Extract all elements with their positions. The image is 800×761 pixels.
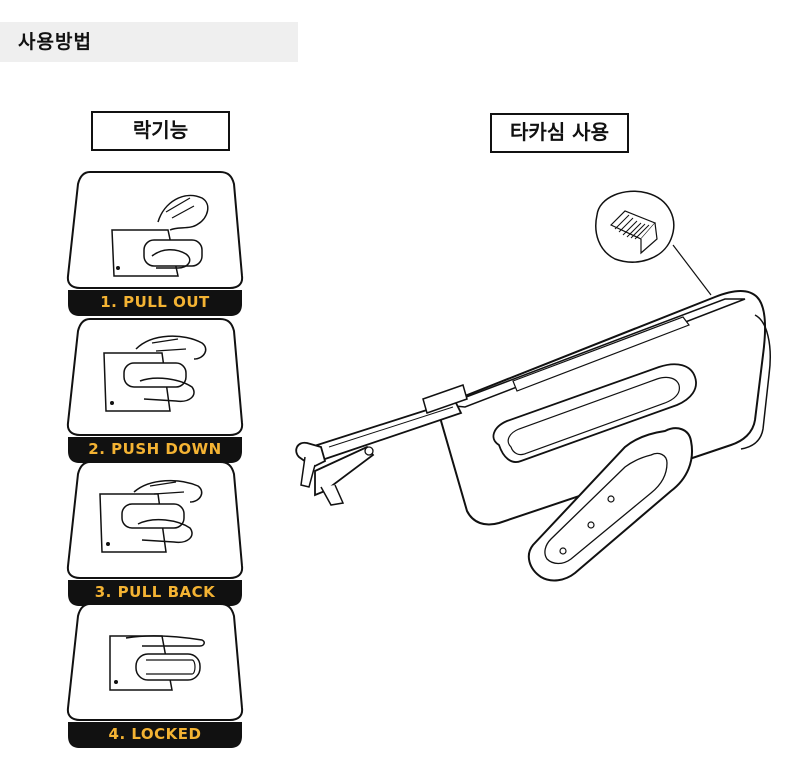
step-label-locked: 4. LOCKED bbox=[108, 725, 202, 743]
locked-illustration bbox=[66, 603, 244, 748]
section-title: 사용방법 bbox=[18, 31, 92, 53]
step-card-push-down: 2. PUSH DOWN bbox=[66, 315, 244, 465]
stapler-illustration bbox=[295, 190, 771, 582]
step-label-push-down: 2. PUSH DOWN bbox=[88, 440, 222, 458]
staple-use-title: 타카심 사용 bbox=[490, 113, 629, 153]
staple-strip-icon bbox=[595, 190, 712, 296]
step-card-locked: 4. LOCKED bbox=[66, 600, 244, 750]
step-card-pull-back: 3. PULL BACK bbox=[66, 458, 244, 608]
section-header-bar bbox=[0, 22, 298, 62]
push-down-illustration bbox=[66, 318, 244, 463]
step-label-pull-back: 3. PULL BACK bbox=[94, 583, 216, 601]
pull-out-illustration bbox=[66, 171, 244, 316]
step-label-pull-out: 1. PULL OUT bbox=[100, 293, 210, 311]
lock-function-title: 락기능 bbox=[91, 111, 230, 151]
step-card-pull-out: 1. PULL OUT bbox=[66, 168, 244, 318]
pull-back-illustration bbox=[66, 461, 244, 606]
